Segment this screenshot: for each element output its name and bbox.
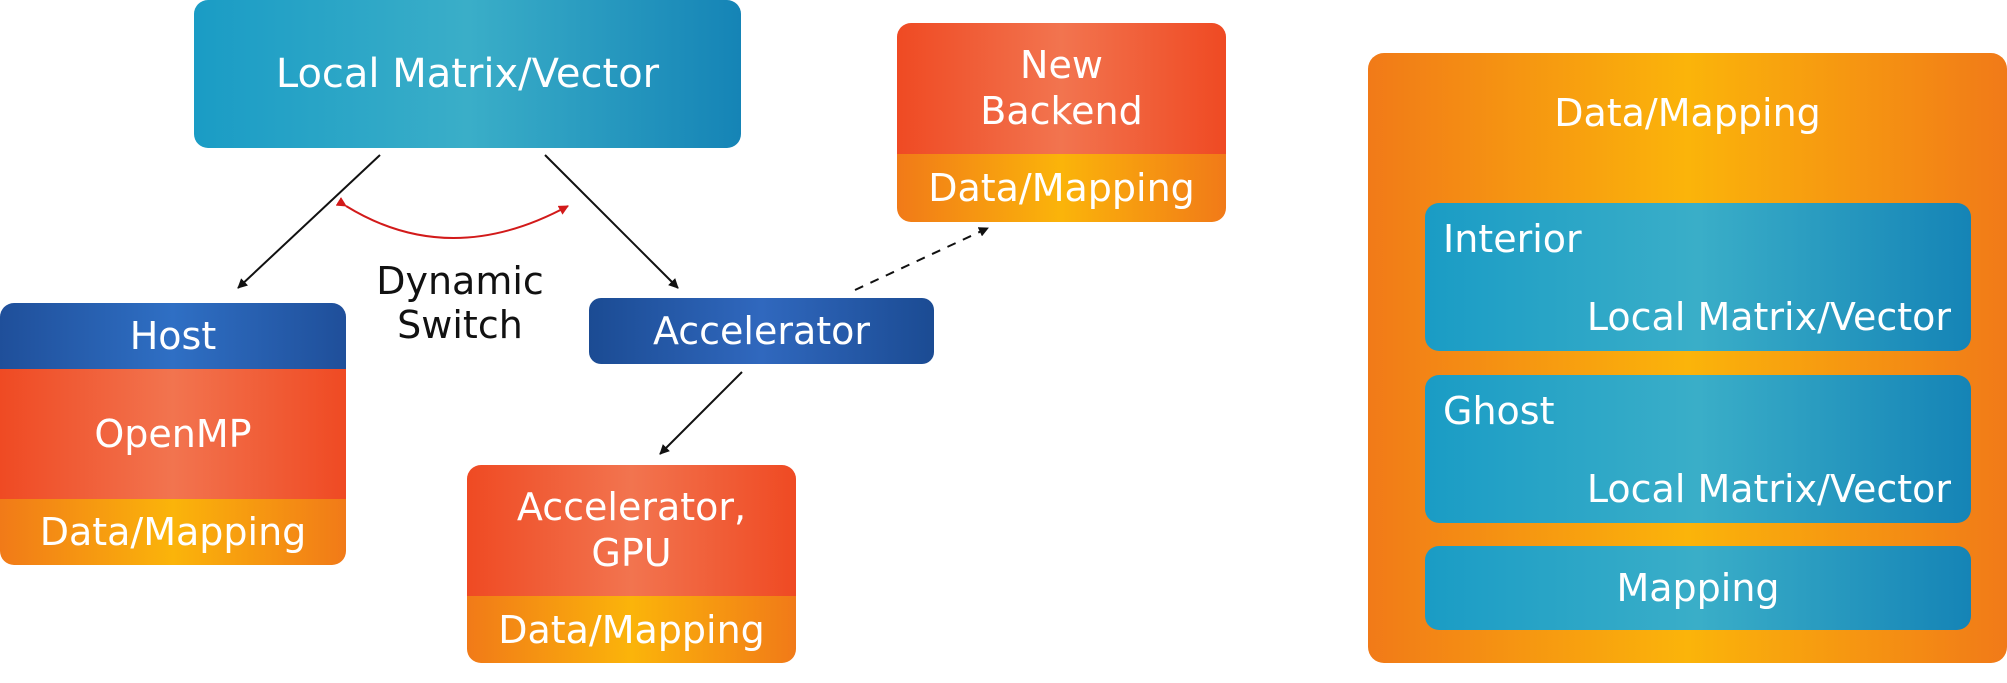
new-backend-data-mapping: Data/Mapping [897,154,1226,222]
interior-box: Interior Local Matrix/Vector [1425,203,1971,351]
arrow-local-to-accelerator [544,154,679,289]
data-mapping-panel: Data/Mapping Interior Local Matrix/Vecto… [1368,53,2007,663]
host-header: Host [0,303,346,369]
data-mapping-panel-title: Data/Mapping [1554,91,1821,135]
ghost-sub: Local Matrix/Vector [1586,467,1951,511]
dynamic-switch-label: Dynamic Switch [340,248,580,360]
dynamic-switch-double-arrow [335,197,569,239]
host-openmp: OpenMP [0,369,346,499]
mapping-box: Mapping [1425,546,1971,630]
host-box: Host OpenMP Data/Mapping [0,303,346,565]
gpu-title-line2: GPU [591,530,672,575]
ghost-box: Ghost Local Matrix/Vector [1425,375,1971,523]
gpu-box: Accelerator, GPU Data/Mapping [467,465,796,663]
accelerator-box: Accelerator [589,298,934,364]
ghost-label: Ghost [1443,389,1555,433]
dynamic-switch-line1: Dynamic [376,259,544,304]
gpu-title-line1: Accelerator, [516,484,747,529]
new-backend-title: New Backend [897,23,1226,154]
host-data-mapping: Data/Mapping [0,499,346,565]
arrow-accelerator-to-gpu [659,371,743,455]
dynamic-switch-line2: Switch [397,303,523,347]
interior-sub: Local Matrix/Vector [1586,295,1951,339]
local-matrix-vector-box: Local Matrix/Vector [194,0,741,148]
interior-label: Interior [1443,217,1582,261]
new-backend-box: New Backend Data/Mapping [897,23,1226,222]
gpu-data-mapping: Data/Mapping [467,596,796,663]
gpu-title: Accelerator, GPU [467,465,796,596]
arrow-accelerator-to-new-backend [854,227,989,291]
arrow-local-to-host [237,154,381,289]
